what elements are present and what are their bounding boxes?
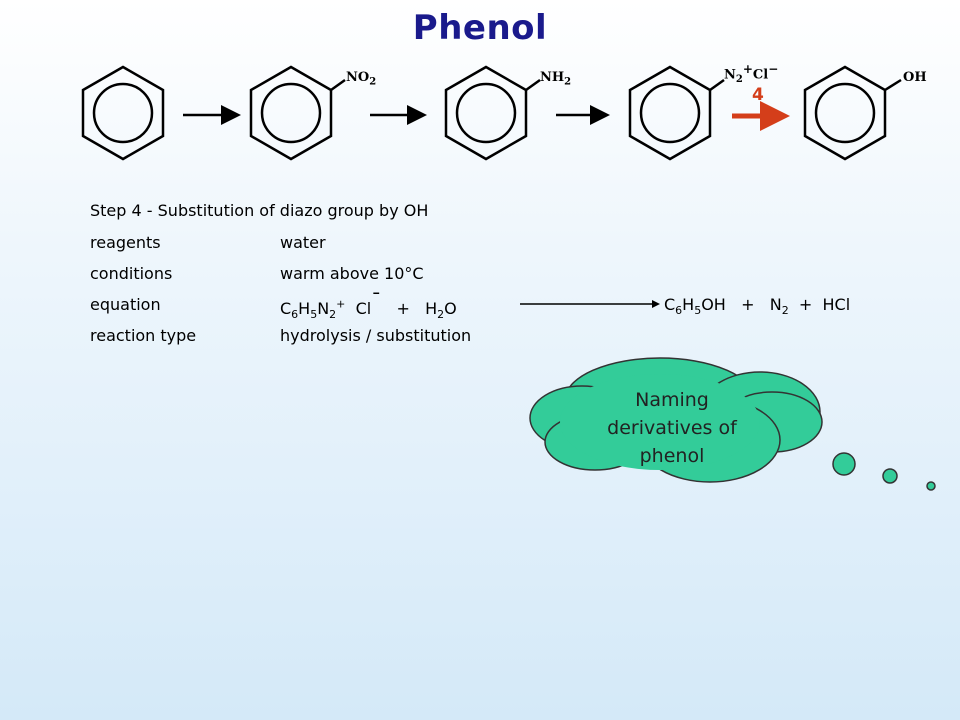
thought-bubble-small	[926, 481, 936, 491]
cloud-line-2: derivatives of	[607, 417, 737, 439]
phenol-ring	[803, 65, 902, 161]
thought-bubble-large	[832, 452, 856, 476]
reagents-value: water	[280, 233, 326, 252]
nh2-substituent: NH2	[540, 70, 572, 88]
step-heading: Step 4 - Substitution of diazo group by …	[90, 201, 429, 220]
equation-arrow	[520, 300, 660, 308]
nitrobenzene-ring	[249, 65, 346, 161]
diazonium-substituent: N2+Cl−	[724, 62, 779, 85]
cloud-line-1: Naming	[635, 389, 709, 411]
conditions-label: conditions	[90, 264, 173, 283]
conditions-value: warm above 10°C	[280, 264, 424, 283]
naming-cloud-button[interactable]	[520, 350, 940, 500]
equation-lhs: C6H5N2+ Cl¯ + H2O	[280, 289, 457, 322]
reagents-label: reagents	[90, 233, 161, 252]
diazonium-ring	[628, 65, 725, 161]
cloud-label[interactable]: Naming derivatives of phenol	[572, 386, 772, 470]
benzene-ring	[81, 65, 165, 161]
reaction-type-value: hydrolysis / substitution	[280, 326, 472, 345]
cloud-line-3: phenol	[639, 445, 705, 467]
equation-label: equation	[90, 295, 161, 314]
equation-rhs: C6H5OH + N2 + HCl	[664, 295, 851, 318]
step-number-label: 4	[752, 85, 764, 105]
page-title: Phenol	[412, 8, 548, 48]
oh-substituent: OH	[903, 70, 927, 85]
thought-bubble-medium	[882, 468, 898, 484]
no2-substituent: NO2	[346, 70, 377, 88]
reaction-scheme	[81, 65, 902, 161]
aniline-ring	[444, 65, 541, 161]
reaction-type-label: reaction type	[90, 326, 197, 345]
